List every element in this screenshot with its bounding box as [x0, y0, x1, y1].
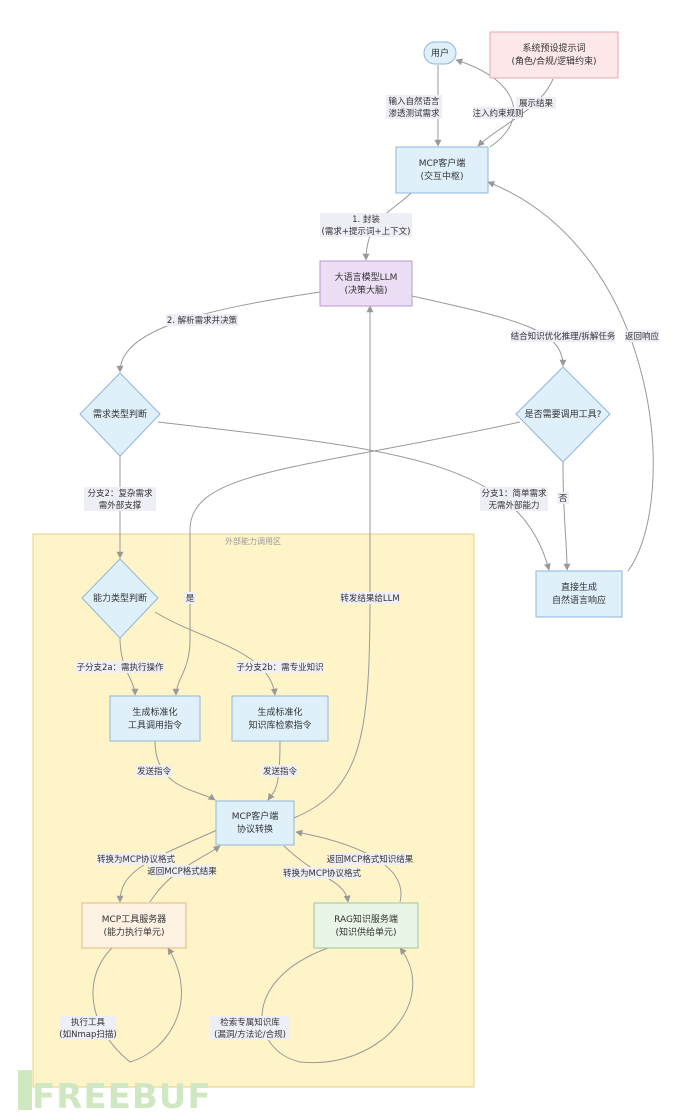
label-send-cmd-2: 发送指令 — [263, 766, 298, 777]
node-mcp-tool-server: MCP工具服务器 (能力执行单元) — [81, 902, 187, 949]
edge-return-response — [487, 181, 654, 572]
mcp-tool-server-line1: MCP工具服务器 — [102, 913, 166, 925]
label-branch2-2: 需外部支撑 — [99, 500, 142, 511]
gen-kb-cmd-line1: 生成标准化 — [257, 706, 302, 718]
label-forward-llm: 转发结果给LLM — [340, 593, 399, 604]
node-mcp-client-top: MCP客户端 (交互中枢) — [395, 146, 489, 194]
edge-forward-llm — [293, 305, 374, 819]
edge-branch1 — [157, 421, 551, 571]
node-direct-gen: 直接生成 自然语言响应 — [535, 570, 623, 618]
watermark-text: FREEBUF — [32, 1077, 212, 1117]
label-parse-decide: 2. 解析需求并决策 — [167, 315, 238, 326]
label-retrieve-kb-1: 检索专属知识库 — [220, 1017, 280, 1028]
label-to-mcp-2: 转换为MCP协议格式 — [283, 868, 361, 879]
node-mcp-client-inner: MCP客户端 协议转换 — [215, 800, 295, 846]
demand-type-label: 需求类型判断 — [93, 408, 147, 420]
node-gen-tool-cmd: 生成标准化 工具调用指令 — [109, 695, 201, 742]
edge-send-cmd-1 — [154, 740, 216, 801]
llm-line1: 大语言模型LLM — [335, 271, 398, 283]
node-ability-type: 能力类型判断 — [81, 558, 159, 639]
label-input-nl-1: 输入自然语言 — [388, 96, 440, 107]
mcp-tool-server-line2: (能力执行单元) — [103, 926, 164, 938]
user-label: 用户 — [431, 47, 449, 59]
label-no: 否 — [559, 494, 568, 504]
edge-no — [562, 461, 571, 571]
edge-parse-decide — [116, 291, 321, 373]
edge-to-mcp-1 — [116, 829, 218, 903]
node-llm: 大语言模型LLM (决策大脑) — [319, 260, 413, 307]
label-ret-mcp-knowledge: 返回MCP格式知识结果 — [327, 854, 414, 865]
gen-tool-cmd-line2: 工具调用指令 — [128, 719, 182, 731]
rag-server-line2: (知识供给单元) — [335, 926, 396, 938]
label-retrieve-kb-2: (漏洞/方法论/合规) — [214, 1029, 286, 1040]
label-input-nl-2: 渗透测试需求 — [388, 108, 440, 119]
mcp-client-inner-line1: MCP客户端 — [232, 810, 278, 822]
edge-retrieve-kb — [261, 947, 413, 1064]
freebuf-watermark: FREEBUF — [18, 1070, 212, 1117]
edge-yes — [172, 421, 521, 696]
label-return-response: 返回响应 — [625, 331, 660, 342]
edge-show-result — [455, 58, 515, 148]
label-encapsulate-1: 1. 封装 — [352, 214, 380, 225]
direct-gen-line1: 直接生成 — [561, 581, 597, 593]
need-tool-label: 是否需要调用工具? — [525, 409, 602, 420]
node-demand-type: 需求类型判断 — [79, 372, 161, 457]
direct-gen-line2: 自然语言响应 — [552, 594, 606, 606]
edge-knowledge-reason — [411, 295, 567, 367]
label-exec-tool-2: (如Nmap扫描) — [59, 1029, 116, 1040]
mcp-client-inner-line2: 协议转换 — [237, 823, 273, 835]
label-sub2b: 子分支2b：需专业知识 — [236, 662, 323, 673]
label-to-mcp-1: 转换为MCP协议格式 — [97, 854, 175, 865]
label-inject-rules: 注入约束规则 — [472, 108, 523, 119]
gen-tool-cmd-line1: 生成标准化 — [132, 706, 177, 718]
label-branch1-2: 无需外部能力 — [488, 500, 539, 511]
label-exec-tool-1: 执行工具 — [71, 1017, 106, 1028]
edge-labels: 输入自然语言 渗透测试需求 展示结果 注入约束规则 1. 封装 (需求+提示词+… — [59, 95, 659, 1040]
label-send-cmd-1: 发送指令 — [137, 766, 172, 777]
edge-sub2b — [154, 611, 278, 696]
node-need-tool: 是否需要调用工具? — [515, 366, 611, 463]
label-branch1-1: 分支1：简单需求 — [482, 488, 547, 499]
llm-line2: (决策大脑) — [344, 284, 387, 296]
node-system-prompt: 系统预设提示词 (角色/合规/逻辑约束) — [489, 31, 619, 79]
edge-send-cmd-2 — [267, 740, 281, 801]
node-user: 用户 — [423, 41, 457, 65]
edge-exec-tool — [92, 947, 182, 1063]
label-branch2-1: 分支2：复杂需求 — [88, 488, 153, 499]
label-ret-mcp-result: 返回MCP格式结果 — [147, 866, 217, 877]
node-gen-kb-cmd: 生成标准化 知识库检索指令 — [231, 695, 329, 742]
node-rag-server: RAG知识服务端 (知识供给单元) — [313, 902, 419, 949]
cluster-label: 外部能力调用区 — [225, 536, 281, 546]
system-prompt-line2: (角色/合规/逻辑约束) — [511, 55, 596, 67]
label-show-result: 展示结果 — [519, 98, 554, 109]
rag-server-line1: RAG知识服务端 — [334, 913, 398, 925]
system-prompt-line1: 系统预设提示词 — [522, 42, 585, 54]
ability-type-label: 能力类型判断 — [93, 592, 147, 604]
mcp-client-top-line2: (交互中枢) — [420, 170, 463, 182]
label-encapsulate-2: (需求+提示词+上下文) — [322, 226, 411, 237]
label-knowledge-reason: 结合知识优化推理/拆解任务 — [511, 331, 616, 342]
label-yes: 是 — [186, 594, 195, 604]
label-sub2a: 子分支2a：需执行操作 — [76, 662, 164, 673]
mcp-client-top-line1: MCP客户端 — [419, 157, 465, 169]
gen-kb-cmd-line2: 知识库检索指令 — [248, 719, 311, 731]
